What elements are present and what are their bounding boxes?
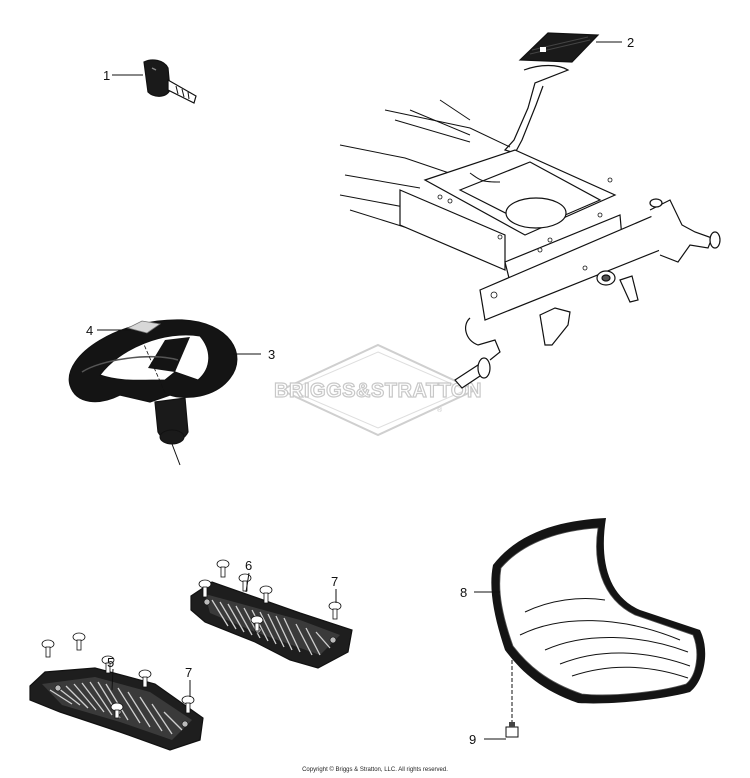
callout-4: 4 (86, 323, 93, 338)
callout-5: 5 (107, 655, 114, 670)
copyright-notice: Copyright © Briggs & Stratton, LLC. All … (302, 767, 448, 773)
watermark-brand: BRIGGS&STRATTON (274, 380, 482, 402)
callout-9: 9 (469, 732, 476, 747)
ignition-key (143, 59, 197, 104)
callout-7b: 7 (185, 665, 192, 680)
seat-switch (505, 660, 519, 738)
callout-1: 1 (103, 68, 110, 83)
footrest-left (29, 632, 204, 751)
callout-6: 6 (245, 558, 252, 573)
callout-7a: 7 (331, 574, 338, 589)
seat (491, 518, 706, 704)
brake-pedal-pad (518, 32, 600, 63)
watermark-registered: ® (437, 406, 443, 414)
callout-8: 8 (460, 585, 467, 600)
steering-wheel-cap (126, 320, 162, 334)
callout-3: 3 (268, 347, 275, 362)
footrest-right (190, 559, 353, 669)
callout-2: 2 (627, 35, 634, 50)
tractor-frame-assembly (339, 64, 721, 389)
steering-wheel (68, 319, 238, 466)
briggs-stratton-watermark: BRIGGS&STRATTON ® (273, 343, 482, 437)
